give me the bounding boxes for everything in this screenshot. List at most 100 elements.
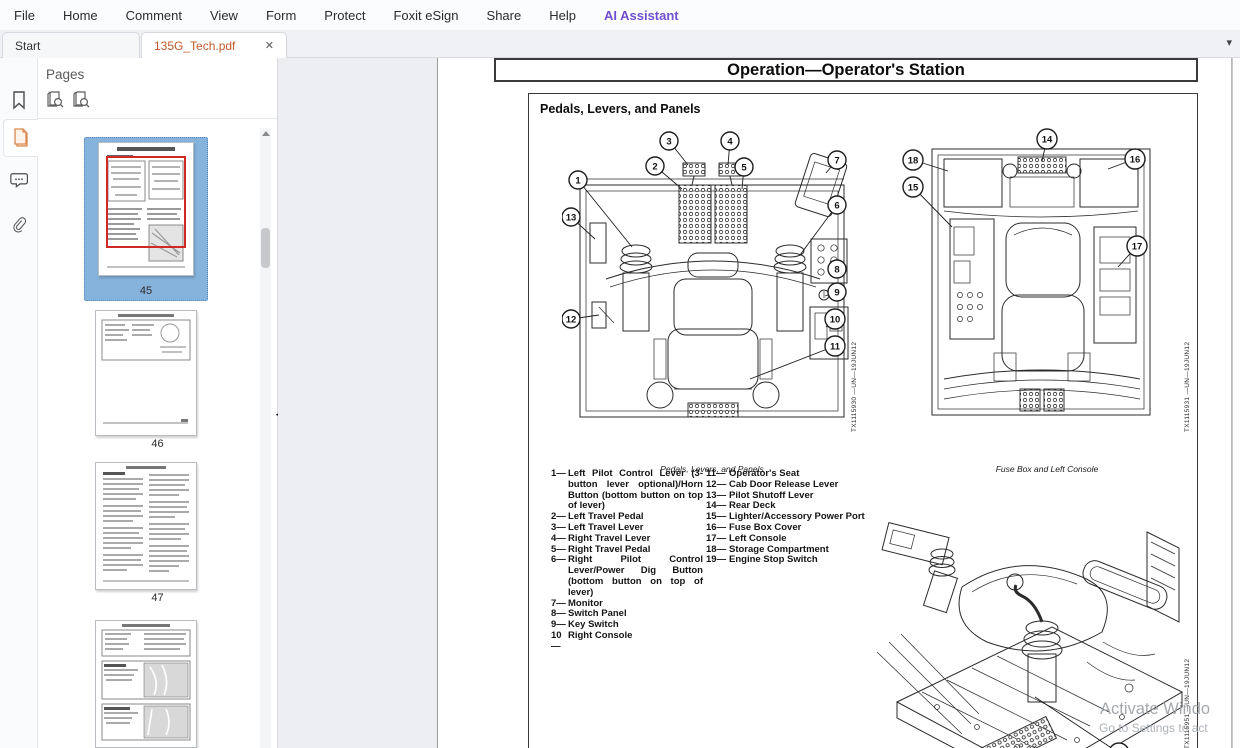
pages-panel-title: Pages <box>46 67 85 82</box>
legend-number: 19— <box>706 554 727 566</box>
callout-number: 1 <box>575 176 581 187</box>
legend-column-2: 11—Operator's Seat 12—Cab Door Release L… <box>706 468 866 566</box>
legend-item: 5—Right Travel Pedal <box>551 543 703 556</box>
callout-number: 2 <box>652 162 657 173</box>
chevron-down-icon[interactable]: ▾ <box>1226 37 1232 49</box>
legend-number: 15— <box>706 511 727 523</box>
menu-ai-assistant[interactable]: AI Assistant <box>603 7 679 23</box>
figure2-caption: Fuse Box and Left Console <box>995 464 1099 474</box>
comments-panel-button[interactable] <box>5 166 33 194</box>
legend-number: 4— <box>551 532 566 544</box>
legend-number: 16— <box>706 521 727 533</box>
menu-home[interactable]: Home <box>62 7 98 23</box>
callout-number: 15 <box>908 183 919 194</box>
tab-start-label: Start <box>15 38 41 53</box>
section-box: Pedals, Levers, and Panels <box>528 93 1198 748</box>
legend-text: Right Travel Pedal <box>568 543 651 555</box>
menu-help[interactable]: Help <box>549 7 576 23</box>
scroll-up-icon[interactable] <box>262 131 270 136</box>
legend-text: Lighter/Accessory Power Port <box>729 511 865 523</box>
tab-document[interactable]: 135G_Tech.pdf ✕ <box>141 32 287 58</box>
legend-item: 1—Left Pilot Control Lever (3-button lev… <box>551 468 703 512</box>
callout-number: 9 <box>834 288 839 299</box>
menu-view[interactable]: View <box>210 7 238 23</box>
document-pane: Operation—Operator's Station Pedals, Lev… <box>278 58 1240 748</box>
legend-text: Monitor <box>568 597 603 609</box>
legend-item: 15—Lighter/Accessory Power Port <box>706 511 866 523</box>
figure1-image-id: TX1115930 —UN—19JUN12 <box>851 341 858 432</box>
legend-text: Operator's Seat <box>729 468 800 479</box>
menu-form[interactable]: Form <box>265 7 297 23</box>
callout-number: 10 <box>830 315 841 326</box>
navigation-icon-strip <box>0 58 38 748</box>
callout-number: 4 <box>727 137 733 148</box>
figure-console-perspective: 19 <box>867 492 1187 748</box>
reduce-thumbnails-button[interactable] <box>46 90 65 109</box>
legend-item: 2—Left Travel Pedal <box>551 511 703 523</box>
legend-text: Right Console <box>568 629 633 641</box>
legend-number: 5— <box>551 543 566 555</box>
callout-number: 14 <box>1042 135 1053 146</box>
menu-file[interactable]: File <box>14 7 35 23</box>
callout-number: 8 <box>834 265 839 276</box>
figure-fuse-box-left-console: 14 15 16 17 18 <box>902 127 1192 427</box>
legend-number: 11— <box>706 468 726 479</box>
windows-activation-watermark-line1: Activate Windo <box>1100 700 1211 718</box>
legend-number: 12— <box>706 478 727 490</box>
legend-item: 10—Right Console <box>551 629 703 653</box>
bookmarks-panel-button[interactable] <box>5 86 33 114</box>
pages-panel-scrollbar[interactable] <box>260 128 271 748</box>
pages-icon <box>14 128 28 147</box>
menu-foxit-esign[interactable]: Foxit eSign <box>393 7 459 23</box>
pages-panel-toolbar <box>46 90 91 109</box>
legend-text: Cab Door Release Lever <box>729 478 839 490</box>
legend-number: 18— <box>706 543 727 555</box>
legend-column-1: 1—Left Pilot Control Lever (3-button lev… <box>551 468 703 653</box>
enlarge-thumbnails-button[interactable] <box>72 90 91 109</box>
legend-item: 17—Left Console <box>706 532 866 545</box>
scrollbar-thumb[interactable] <box>261 228 270 268</box>
thumbnail-page-number: 46 <box>151 438 164 450</box>
pdf-page: Operation—Operator's Station Pedals, Lev… <box>437 58 1232 748</box>
legend-number: 14— <box>706 500 727 512</box>
legend-text: Right Pilot Control Lever/Power Dig Butt… <box>568 554 703 598</box>
attachments-panel-button[interactable] <box>5 212 33 240</box>
callout-number: 3 <box>666 137 671 148</box>
legend-item: 16—Fuse Box Cover <box>706 521 866 534</box>
document-tab-bar: Start 135G_Tech.pdf ✕ ▾ <box>0 30 1240 58</box>
menu-share[interactable]: Share <box>486 7 522 23</box>
menu-comment[interactable]: Comment <box>125 7 182 23</box>
figure3-callouts: 19 <box>1034 696 1129 748</box>
legend-text: Left Travel Pedal <box>568 511 644 523</box>
document-scrollbar[interactable] <box>1232 58 1240 748</box>
figure-pedals-levers-panels: 1 2 3 4 5 6 7 8 9 10 11 <box>562 127 862 427</box>
legend-text: Pilot Shutoff Lever <box>729 489 814 501</box>
menu-bar: File Home Comment View Form Protect Foxi… <box>0 0 1240 30</box>
tab-start[interactable]: Start <box>2 32 140 58</box>
comment-icon <box>10 172 28 188</box>
menu-protect[interactable]: Protect <box>324 7 366 23</box>
pages-panel: Pages <box>38 58 278 748</box>
bookmark-icon <box>13 91 25 110</box>
legend-item: 6—Right Pilot Control Lever/Power Dig Bu… <box>551 554 703 598</box>
legend-number: 9— <box>551 619 566 631</box>
legend-text: Left Travel Lever <box>568 521 644 533</box>
thumbnail-preview <box>95 462 197 590</box>
callout-number: 12 <box>566 315 577 326</box>
callout-number: 7 <box>834 156 839 167</box>
figure2-image-id: TX1115931 —UN—19JUN12 <box>1184 341 1191 432</box>
callout-number: 6 <box>834 201 839 212</box>
legend-item: 12—Cab Door Release Lever <box>706 478 866 491</box>
thumbnail-preview <box>98 142 194 276</box>
close-icon[interactable]: ✕ <box>264 40 274 52</box>
legend-text: Engine Stop Switch <box>729 554 818 566</box>
thumbnail-page-45[interactable]: 45 <box>84 137 208 301</box>
legend-text: Left Pilot Control Lever (3-button lever… <box>568 468 703 512</box>
legend-number: 17— <box>706 532 727 544</box>
legend-text: Fuse Box Cover <box>729 521 802 533</box>
pages-panel-button[interactable] <box>3 119 38 157</box>
page-title: Operation—Operator's Station <box>727 60 965 79</box>
figure1-callouts: 1 2 3 4 5 6 7 8 9 10 11 <box>562 131 847 380</box>
section-heading: Pedals, Levers, and Panels <box>540 102 701 116</box>
legend-item: 3—Left Travel Lever <box>551 521 703 534</box>
